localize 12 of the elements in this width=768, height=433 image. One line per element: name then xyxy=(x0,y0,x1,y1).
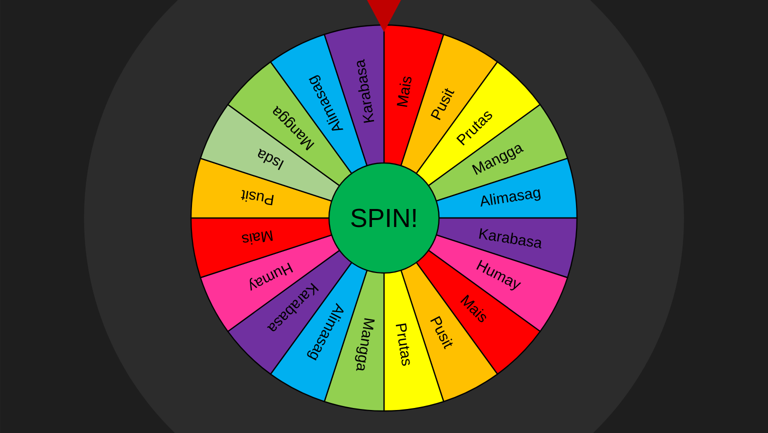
segment-label: Mangga xyxy=(355,318,375,371)
segment-label: Karabasa xyxy=(356,59,374,123)
segment-label: Prutas xyxy=(396,323,410,366)
segment-label: Pusit xyxy=(430,88,454,120)
segment-label: Pusit xyxy=(430,316,453,350)
spin-button: SPIN! xyxy=(328,162,440,274)
segment-label: Pusit xyxy=(240,190,274,206)
segment-label: Mais xyxy=(242,230,273,245)
segment-label: Alimasag xyxy=(480,189,541,207)
segment-label: Mais xyxy=(396,76,412,107)
segment-label: Karabasa xyxy=(479,228,542,248)
segment-label: Isda xyxy=(258,148,284,170)
